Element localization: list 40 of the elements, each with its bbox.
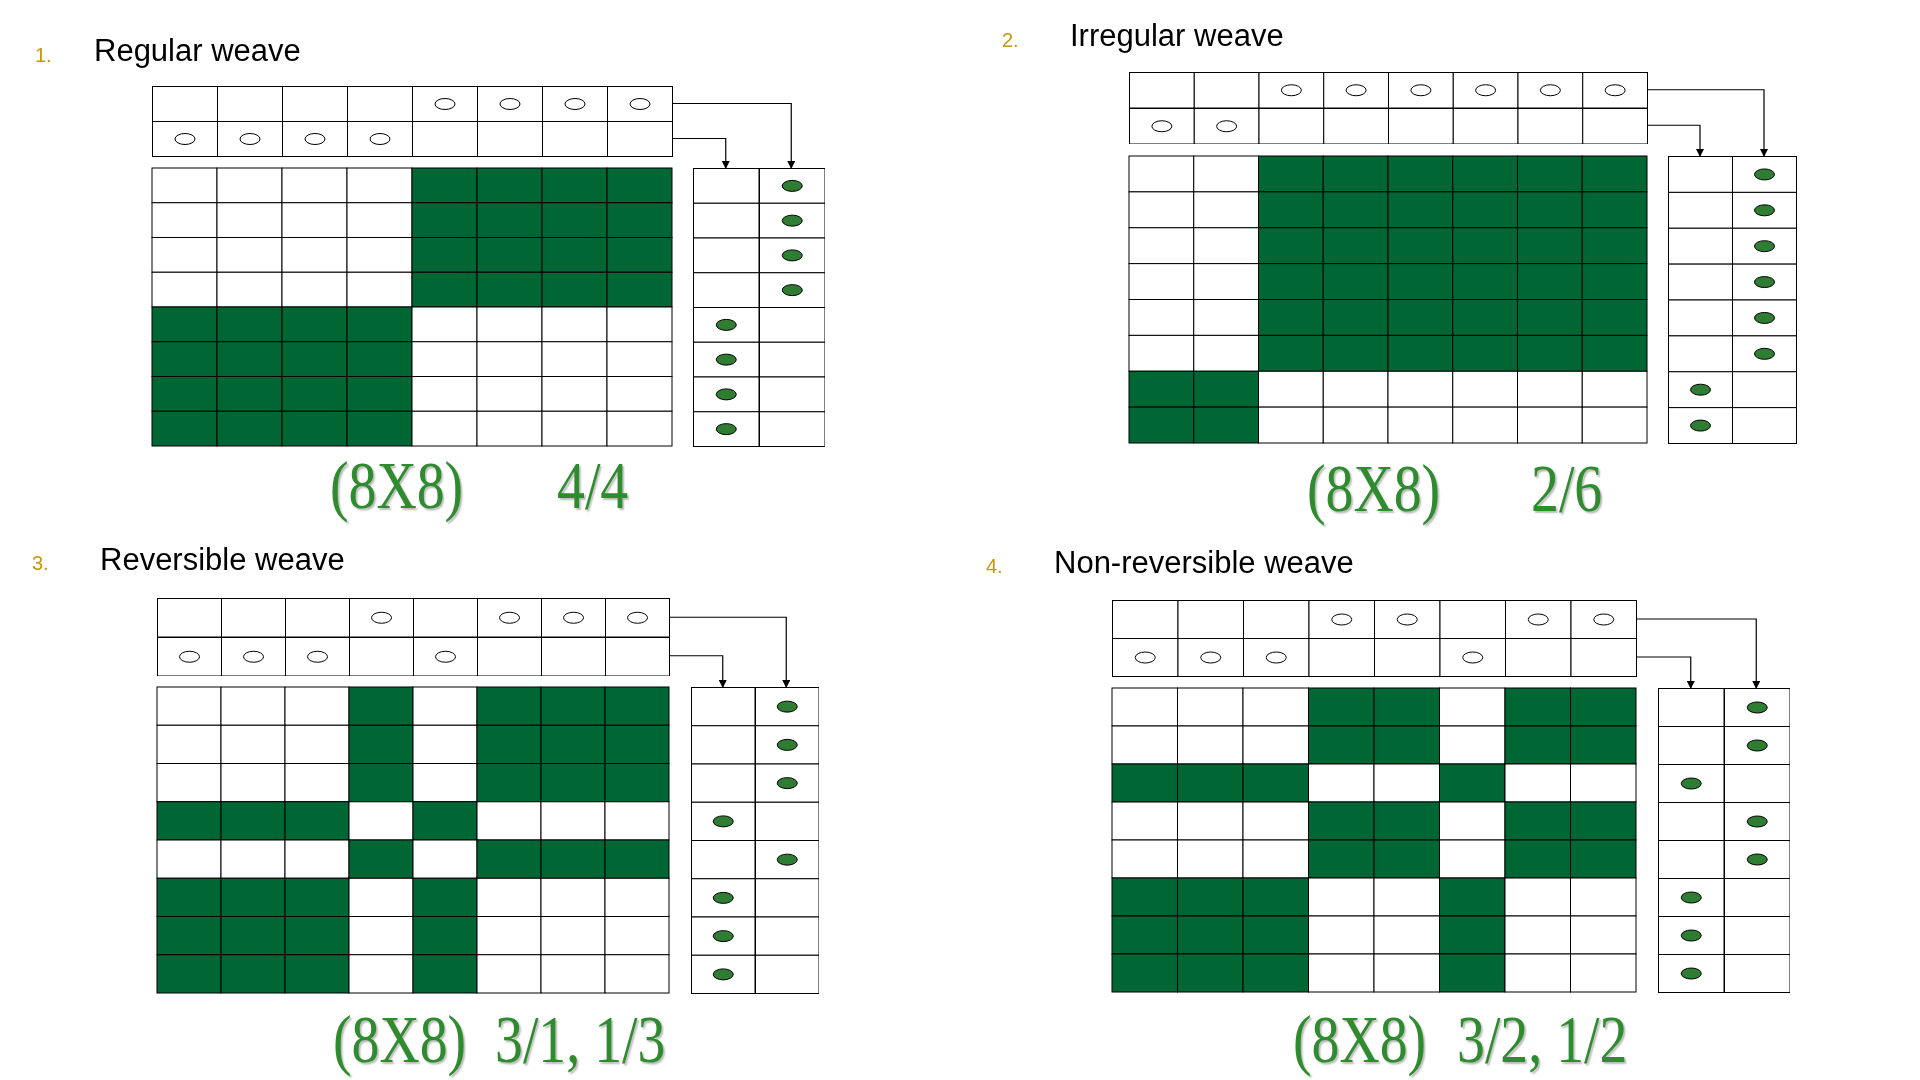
lift-plan-column bbox=[754, 687, 818, 993]
section-title: Non-reversible weave bbox=[1054, 545, 1354, 581]
list-number: 1. bbox=[35, 43, 52, 67]
threading-row bbox=[157, 598, 669, 637]
arrow bbox=[668, 616, 791, 688]
lift-plan-column bbox=[691, 687, 755, 993]
list-number: 3. bbox=[32, 551, 49, 575]
arrow bbox=[1646, 89, 1768, 157]
arrow bbox=[668, 655, 727, 688]
section-title: Irregular weave bbox=[1070, 18, 1284, 54]
threading-row bbox=[152, 86, 672, 121]
grid-size-label: (8X8) bbox=[333, 1001, 467, 1077]
threading-row bbox=[1112, 638, 1636, 676]
threading-row bbox=[1112, 600, 1636, 638]
section-title: Reversible weave bbox=[100, 542, 345, 578]
weave-ratio-label: 3/2, 1/2 bbox=[1457, 1001, 1628, 1077]
weave-ratio-label: 2/6 bbox=[1531, 450, 1603, 526]
lift-plan-column bbox=[1658, 688, 1724, 992]
arrow bbox=[1635, 618, 1761, 689]
lift-plan-column bbox=[1723, 688, 1789, 992]
threading-row bbox=[1129, 72, 1647, 108]
weave-ratio-label: 3/1, 1/3 bbox=[495, 1001, 666, 1077]
grid-size-label: (8X8) bbox=[1307, 450, 1441, 526]
grid-size-label: (8X8) bbox=[1293, 1001, 1427, 1077]
arrow bbox=[671, 137, 730, 169]
arrow bbox=[1635, 656, 1695, 689]
arrow bbox=[1646, 124, 1704, 157]
grid-size-label: (8X8) bbox=[330, 447, 464, 523]
arrow bbox=[671, 102, 796, 169]
threading-row bbox=[1129, 107, 1647, 143]
list-number: 4. bbox=[986, 554, 1003, 578]
threading-row bbox=[157, 636, 669, 675]
lift-plan-column bbox=[1732, 156, 1796, 443]
list-number: 2. bbox=[1002, 28, 1019, 52]
lift-plan-column bbox=[758, 168, 824, 446]
section-title: Regular weave bbox=[94, 33, 301, 69]
threading-row bbox=[152, 121, 672, 156]
lift-plan-column bbox=[1668, 156, 1732, 443]
lift-plan-column bbox=[693, 168, 759, 446]
weave-ratio-label: 4/4 bbox=[557, 447, 629, 523]
